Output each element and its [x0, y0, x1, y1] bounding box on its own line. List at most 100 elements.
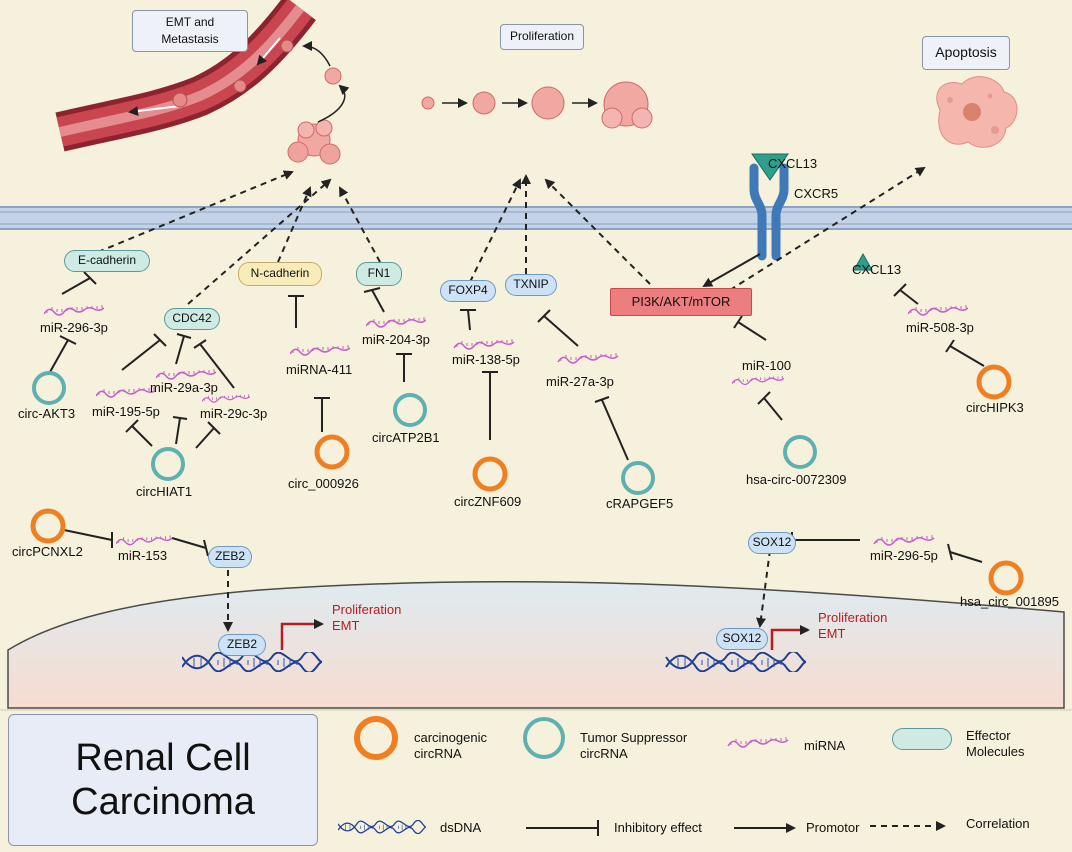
- tumor-cell-in-vessel: [233, 79, 247, 93]
- circhipk3-label: circHIPK3: [966, 400, 1024, 415]
- mirna-icon: [908, 304, 968, 316]
- legend-inhibitory-label: Inhibitory effect: [614, 820, 702, 835]
- outcome-left-line2: EMT: [332, 618, 360, 633]
- sox12-nucleus-pill: SOX12: [716, 628, 768, 650]
- apoptosis-label: Apoptosis: [922, 36, 1010, 70]
- circhiat1-label: circHIAT1: [136, 484, 192, 499]
- circ-akt3-label: circ-AKT3: [18, 406, 75, 421]
- proliferation-label: Proliferation: [500, 24, 584, 50]
- legend-dsdna-label: dsDNA: [440, 820, 482, 835]
- nucleus: [7, 580, 1065, 709]
- tumor-cell-in-vessel: [172, 92, 188, 108]
- transcription-arrows: [280, 619, 810, 650]
- legend-effector-pill: [892, 728, 952, 750]
- e-cadherin-pill: E-cadherin: [64, 250, 150, 272]
- legend-suppressor-ring: [523, 717, 565, 759]
- mir-204-3p-label: miR-204-3p: [362, 332, 430, 347]
- mirna-icon: [557, 352, 619, 364]
- crapgef5-ring: [621, 461, 655, 495]
- cxcr5-label: CXCR5: [794, 186, 838, 201]
- circatp2b1-label: circATP2B1: [372, 430, 440, 445]
- tumor-cell-in-vessel: [280, 39, 294, 53]
- mir-296-3p-label: miR-296-3p: [40, 320, 108, 335]
- legend-title: Renal Cell Carcinoma: [71, 737, 255, 823]
- zeb2-nucleus-pill: ZEB2: [218, 634, 266, 656]
- legend-inhibitory-icon: [526, 820, 599, 836]
- circ-akt3-ring: [32, 371, 66, 405]
- legend-promotor-label: Promotor: [806, 820, 860, 835]
- mirna-icon: [44, 304, 104, 316]
- mir-195-5p-label: miR-195-5p: [92, 404, 160, 419]
- sox12-cytoplasm-pill: SOX12: [748, 532, 796, 554]
- mirna-icon: [732, 375, 784, 386]
- pi3k-akt-mtor-box: PI3K/AKT/mTOR: [610, 288, 752, 316]
- legend-mirna-label: miRNA: [804, 738, 846, 753]
- circhiat1-ring: [151, 447, 185, 481]
- outcome-right-line2: EMT: [818, 626, 846, 641]
- mirna-icon: [202, 393, 250, 403]
- circhipk3-ring: [976, 364, 1012, 400]
- circ-000926-ring: [314, 434, 350, 470]
- mir-153-label: miR-153: [118, 548, 167, 563]
- apoptotic-cell: [936, 76, 1018, 148]
- mirna-icon: [290, 344, 350, 356]
- cxcl13-top-label: CXCL13: [768, 156, 817, 171]
- proliferation-cells: [421, 81, 653, 129]
- n-cadherin-pill: N-cadherin: [238, 262, 322, 286]
- mirna-icon: [96, 386, 156, 398]
- blood-vessel: [55, 0, 316, 152]
- legend-carcinogenic-ring: [354, 716, 398, 760]
- circznf609-label: circZNF609: [454, 494, 521, 509]
- mir-508-3p-label: miR-508-3p: [906, 320, 974, 335]
- cell-membrane: [0, 206, 1072, 230]
- mirna-icon: [873, 534, 935, 546]
- legend-suppressor-label: Tumor Suppressor circRNA: [580, 730, 688, 761]
- migrating-cell: [324, 67, 342, 85]
- mir-29a-3p-label: miR-29a-3p: [150, 380, 218, 395]
- mir-296-5p-label: miR-296-5p: [870, 548, 938, 563]
- mir-100-label: miR-100: [742, 358, 791, 373]
- zeb2-cytoplasm-pill: ZEB2: [208, 546, 252, 568]
- circatp2b1-ring: [393, 393, 427, 427]
- txnip-pill: TXNIP: [505, 274, 557, 296]
- legend-title-box: Renal Cell Carcinoma: [8, 714, 318, 846]
- circ-000926-label: circ_000926: [288, 476, 359, 491]
- hsa-circ-001895-label: hsa_circ_001895: [960, 594, 1059, 609]
- mir-138-5p-label: miR-138-5p: [452, 352, 520, 367]
- cdc42-pill: CDC42: [164, 308, 220, 330]
- crapgef5-label: cRAPGEF5: [606, 496, 673, 511]
- migration-arrow: [302, 41, 331, 67]
- cxcl13-ligand-right: [853, 252, 873, 271]
- outcome-right-line1: Proliferation: [818, 610, 887, 625]
- mirna-icon: [366, 316, 426, 328]
- legend-mirna-icon: [727, 736, 789, 748]
- foxp4-pill: FOXP4: [440, 280, 496, 302]
- mirna-icon: [453, 338, 515, 350]
- emt-metastasis-label: EMT and Metastasis: [132, 10, 248, 52]
- legend-dsdna-icon: [338, 820, 426, 834]
- fn1-pill: FN1: [356, 262, 402, 286]
- circpcnxl2-label: circPCNXL2: [12, 544, 83, 559]
- outcome-left-line1: Proliferation: [332, 602, 401, 617]
- cxcr5-receptor: [749, 163, 789, 261]
- mirna-icon: [156, 368, 216, 380]
- legend-carcinogenic-label: carcinogenic circRNA: [414, 730, 487, 761]
- mirna-icon: [116, 534, 172, 546]
- tumor-cell-cluster-emt: [287, 119, 341, 165]
- cxcl13-right-label: CXCL13: [852, 262, 901, 277]
- legend-correlation-label: Correlation: [966, 816, 1030, 831]
- cxcl13-ligand-top: [751, 153, 789, 181]
- hsa-circ-001895-ring: [988, 560, 1024, 596]
- mir-29c-3p-label: miR-29c-3p: [200, 406, 267, 421]
- legend-effector-label: Effector Molecules: [966, 728, 1025, 759]
- circznf609-ring: [472, 456, 508, 492]
- mir-27a-3p-label: miR-27a-3p: [546, 374, 614, 389]
- hsa-circ-0072309-label: hsa-circ-0072309: [746, 472, 846, 487]
- correlation-arrows: [97, 166, 926, 632]
- mirna-411-label: miRNA-411: [286, 362, 352, 377]
- hsa-circ-0072309-ring: [783, 435, 817, 469]
- circpcnxl2-ring: [30, 508, 66, 544]
- migration-arrow: [317, 84, 350, 123]
